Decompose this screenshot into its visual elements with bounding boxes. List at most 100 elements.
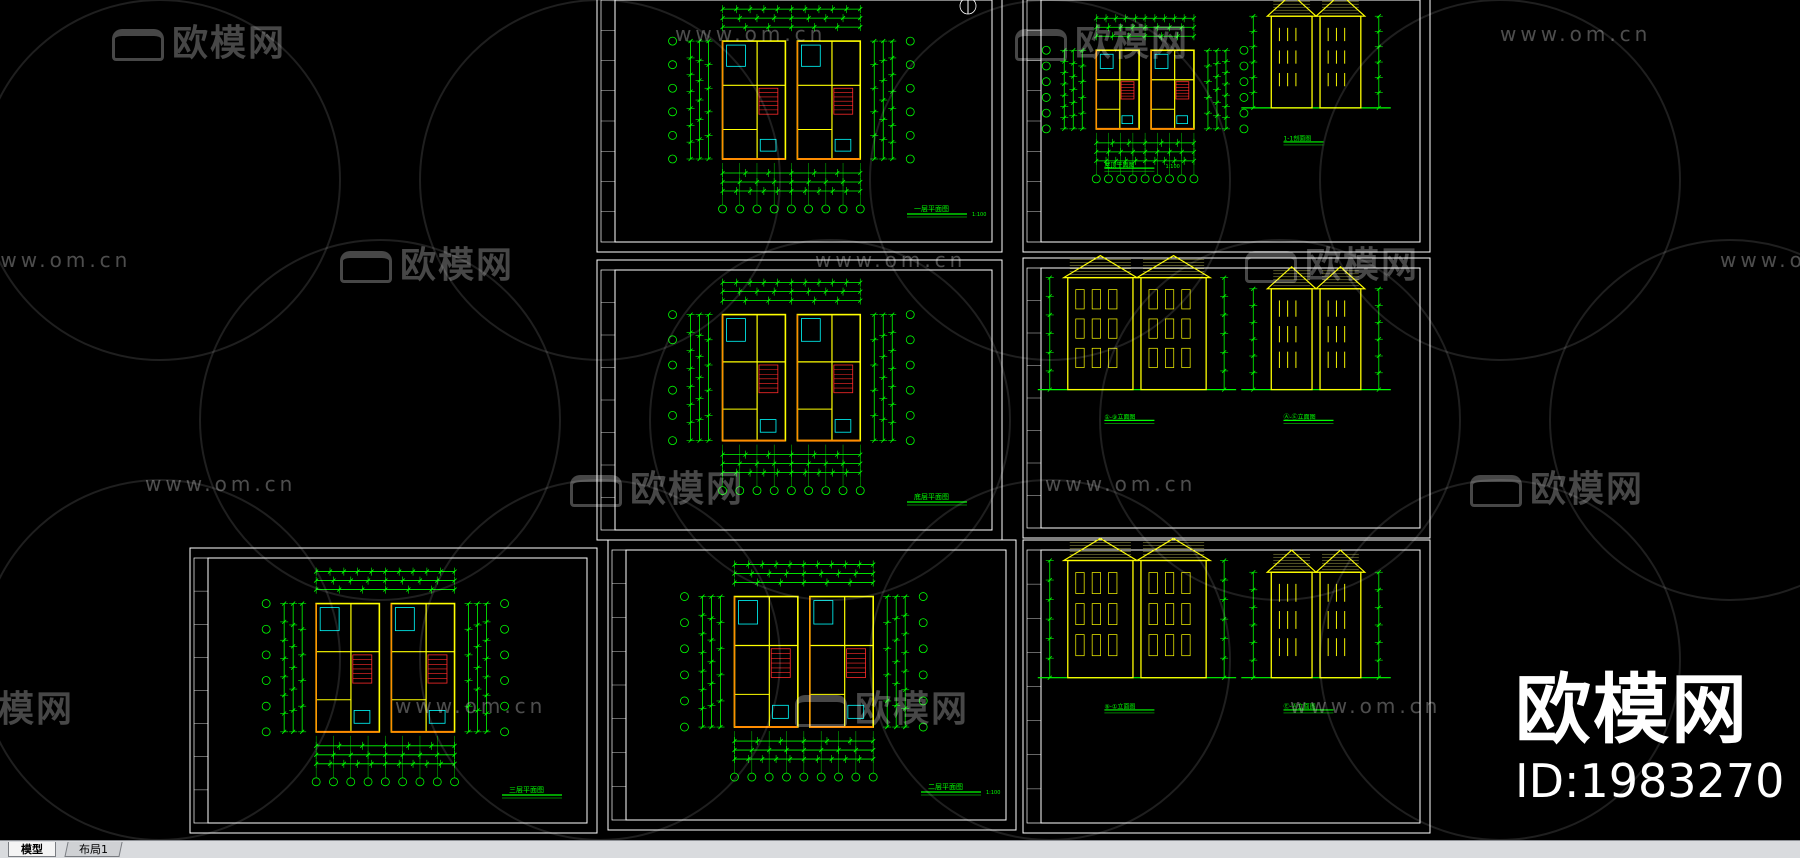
sheet-title: ①-⑨立面图 — [1104, 413, 1135, 421]
axis-bubble — [363, 777, 373, 787]
sheet-title: 二层平面图 — [928, 783, 963, 791]
axis-bubble — [735, 204, 745, 214]
axis-bubble — [764, 772, 774, 782]
window — [1075, 318, 1085, 339]
axis-bubble — [668, 154, 677, 164]
axis-bubble — [1152, 174, 1162, 184]
axis-bubble — [855, 486, 865, 496]
window — [1091, 347, 1101, 368]
sheet-scale: 1:100 — [1165, 164, 1179, 170]
axis-bubble — [380, 777, 390, 787]
axis-bubble — [816, 772, 826, 782]
axis-bubble — [1104, 174, 1113, 184]
axis-bubble — [1041, 108, 1051, 118]
tab-model[interactable]: 模型 — [8, 842, 56, 857]
axis-bubble — [668, 36, 677, 46]
window — [1148, 603, 1158, 625]
axis-bubble — [668, 335, 677, 345]
axis-bubble — [918, 670, 928, 680]
axis-bubble — [905, 131, 915, 140]
watermark-arcs — [0, 0, 1800, 840]
tab-layout1-label: 布局1 — [79, 843, 108, 856]
axis-bubble — [1239, 45, 1249, 55]
window — [1108, 347, 1118, 368]
sheet-frame — [1022, 539, 1431, 834]
axis-bubble — [1128, 174, 1138, 184]
fixture — [428, 710, 446, 724]
watermark-arc — [419, 479, 781, 840]
sheet-frame — [607, 539, 1017, 831]
window — [1181, 603, 1191, 625]
window — [1165, 572, 1175, 594]
sheet-border — [625, 549, 1007, 821]
axis-bubble — [500, 676, 509, 685]
fixture — [759, 419, 777, 433]
axis-bubble — [680, 670, 689, 680]
window — [1075, 603, 1085, 625]
axis-bubble — [821, 486, 831, 496]
window — [1165, 634, 1175, 657]
window — [1108, 572, 1118, 594]
watermark-arc — [1319, 479, 1681, 840]
window — [1108, 634, 1118, 657]
watermark-arc — [199, 239, 561, 601]
sheet-frame — [1022, 257, 1431, 539]
axis-bubble — [668, 131, 677, 140]
sheet-border — [1040, 267, 1421, 529]
watermark-arc — [869, 479, 1231, 840]
layout-tab-bar: 模型 布局1 — [0, 840, 1800, 858]
axis-bubble — [769, 486, 779, 496]
axis-bubble — [1041, 45, 1051, 55]
axis-bubble — [261, 701, 271, 711]
window — [1181, 289, 1191, 310]
axis-bubble — [398, 777, 408, 787]
watermark-arc — [419, 0, 781, 361]
window — [1148, 318, 1158, 339]
fixture — [801, 318, 821, 342]
axis-bubble — [261, 676, 271, 685]
tab-layout1[interactable]: 布局1 — [64, 842, 123, 857]
axis-bubble — [905, 60, 915, 70]
sheet-title: ⑨-①立面图 — [1104, 702, 1135, 710]
axis-bubble — [261, 650, 271, 660]
axis-bubble — [261, 624, 271, 634]
window — [1091, 603, 1101, 625]
axis-bubble — [668, 360, 677, 370]
watermark-arc — [649, 239, 1011, 601]
window — [1165, 603, 1175, 625]
fixture — [394, 607, 415, 632]
fixture — [353, 710, 371, 724]
fixture — [1099, 53, 1114, 69]
axis-bubble — [905, 360, 915, 370]
fixture — [738, 600, 758, 625]
axis-bubble — [1239, 124, 1249, 134]
axis-bubble — [752, 204, 762, 214]
brand-stamp: 欧模网 ID:1983270 — [1515, 672, 1784, 809]
axis-bubble — [1239, 108, 1249, 118]
window — [1108, 318, 1118, 339]
axis-bubble — [918, 592, 928, 601]
window — [1148, 572, 1158, 594]
axis-bubble — [668, 436, 677, 446]
axis-bubble — [855, 204, 865, 214]
axis-bubble — [918, 618, 928, 628]
axis-bubble — [680, 644, 689, 654]
axis-bubble — [905, 154, 915, 164]
axis-bubble — [668, 410, 677, 420]
axis-bubble — [1189, 174, 1199, 184]
axis-bubble — [1177, 174, 1187, 184]
axis-bubble — [804, 204, 814, 214]
sheet-s3[interactable]: 底层平面图 — [596, 259, 1003, 541]
axis-bubble — [782, 772, 791, 782]
watermark-arc — [869, 0, 1231, 361]
window — [1091, 289, 1101, 310]
roof — [1265, 0, 1318, 17]
sheet-s5[interactable]: 三层平面图 — [189, 547, 598, 834]
